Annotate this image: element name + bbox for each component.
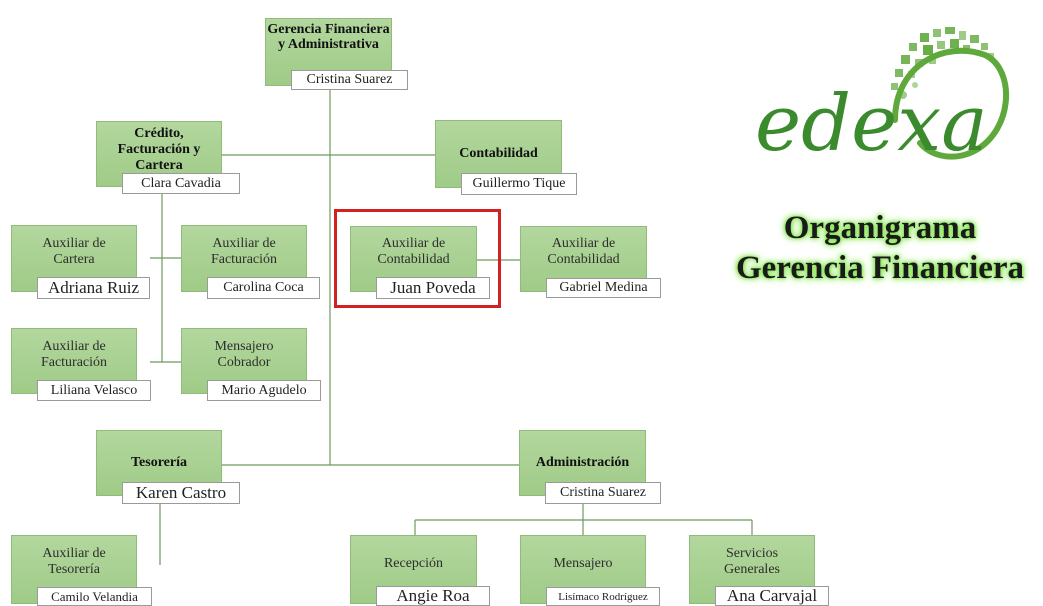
node-aux-contabilidad-2-person: Gabriel Medina [546,278,661,298]
node-servicios-person: Ana Carvajal [715,586,829,606]
node-recepcion-person: Angie Roa [376,586,490,606]
node-contabilidad-title: Contabilidad [459,146,538,161]
node-aux-tesoreria-person: Camilo Velandia [37,587,152,606]
node-aux-contabilidad-1-title: Auxiliar de Contabilidad [377,236,450,267]
node-mensajero-cobrador-person: Mario Agudelo [207,380,321,401]
node-aux-facturacion-2-person: Liliana Velasco [37,380,151,401]
node-aux-contabilidad-1-person: Juan Poveda [376,277,490,299]
node-mensajero-cobrador-title: Mensajero Cobrador [214,339,274,370]
page-headline: Organigrama Gerencia Financiera [715,208,1043,288]
node-aux-contabilidad-2-title: Auxiliar de Contabilidad [547,236,620,267]
node-administracion-person: Cristina Suarez [545,482,661,504]
node-credito-title: Crédito, Facturación y Cartera [117,126,201,173]
node-servicios-title: Servicios Generales [724,546,780,577]
node-aux-facturacion-1-title: Auxiliar de Facturación [210,236,278,267]
node-credito-person: Clara Cavadia [122,173,240,194]
node-mensajero-title: Mensajero [553,556,613,571]
node-administracion-title: Administración [535,455,630,470]
node-aux-cartera-person: Adriana Ruiz [37,277,150,299]
node-aux-tesoreria-title: Auxiliar de Tesorería [42,546,106,577]
node-contabilidad-person: Guillermo Tique [461,173,577,195]
node-tesoreria-person: Karen Castro [122,482,240,504]
node-recepcion-title: Recepción [383,556,444,571]
node-aux-facturacion-1-person: Carolina Coca [207,277,320,299]
headline-line-1: Organigrama [783,210,977,246]
node-aux-cartera-title: Auxiliar de Cartera [42,236,106,267]
node-aux-facturacion-2-title: Auxiliar de Facturación [40,339,108,370]
edexa-logo: edexa [745,25,1020,175]
highlight-frame [334,209,501,308]
node-tesoreria-title: Tesorería [131,455,187,470]
node-gerencia-person: Cristina Suarez [291,70,408,90]
edexa-logo-graphic: edexa [755,27,1010,169]
edexa-logo-text: edexa [755,79,988,169]
node-mensajero-person: Lisímaco Rodríguez [546,587,660,606]
headline-line-2: Gerencia Financiera [735,250,1025,286]
node-gerencia-title: Gerencia Financiera y Administrativa [267,22,390,52]
